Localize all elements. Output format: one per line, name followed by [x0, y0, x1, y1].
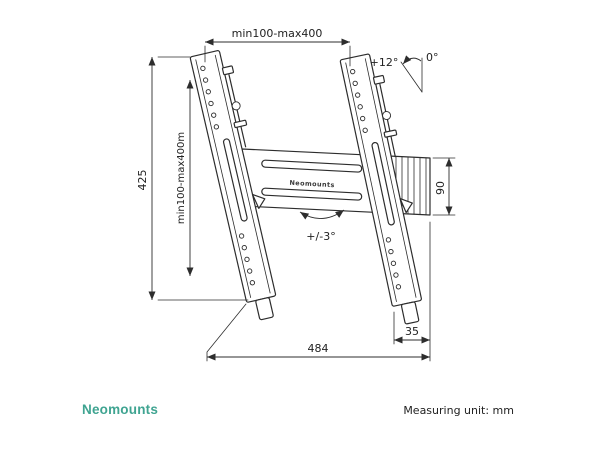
plate-slot-upper — [261, 159, 363, 173]
plate-slot-lower — [261, 187, 363, 201]
tilt-neutral-label: 0° — [426, 51, 439, 64]
left-bracket-rail — [189, 50, 277, 321]
locking-hook — [399, 197, 413, 214]
dim-wall-offset: 35 — [393, 221, 431, 362]
dim-label-vesa-width: min100-max400 — [232, 27, 323, 40]
plate-brand-label: Neomounts — [289, 179, 335, 189]
rail-foot — [255, 297, 274, 321]
measuring-unit-note: Measuring unit: mm — [403, 404, 514, 417]
adjustment-slot — [222, 138, 248, 222]
dim-total-height: 425 — [136, 56, 249, 301]
level-adjust-indicator: +/-3° — [299, 209, 345, 243]
tilt-max-label: +12° — [370, 56, 399, 69]
dim-label-wall-offset: 35 — [405, 325, 419, 338]
tension-screw — [372, 74, 398, 158]
brand-logo: Neomounts — [82, 402, 159, 417]
mounting-holes — [200, 65, 256, 286]
tilt-angle-indicator: +12° 0° — [370, 51, 439, 93]
dim-vesa-width: min100-max400 — [204, 27, 351, 67]
dim-plate-height: 90 — [432, 157, 456, 216]
level-adjust-label: +/-3° — [306, 230, 335, 243]
right-bracket-rail — [339, 53, 422, 325]
dim-label-total-height: 425 — [136, 170, 149, 191]
locking-hook — [251, 193, 266, 209]
adjustment-slot — [371, 141, 395, 226]
dim-label-vesa-height: min100-max400m — [176, 132, 187, 224]
rail-foot — [400, 301, 420, 325]
dim-total-width: 484 — [206, 303, 430, 362]
dim-label-total-width: 484 — [308, 342, 329, 355]
mounting-holes — [350, 68, 402, 290]
dim-label-plate-height: 90 — [434, 181, 447, 195]
footer: Neomounts Measuring unit: mm — [0, 402, 600, 417]
dim-vesa-height: min100-max400m — [176, 80, 194, 276]
tension-screw — [221, 65, 248, 148]
